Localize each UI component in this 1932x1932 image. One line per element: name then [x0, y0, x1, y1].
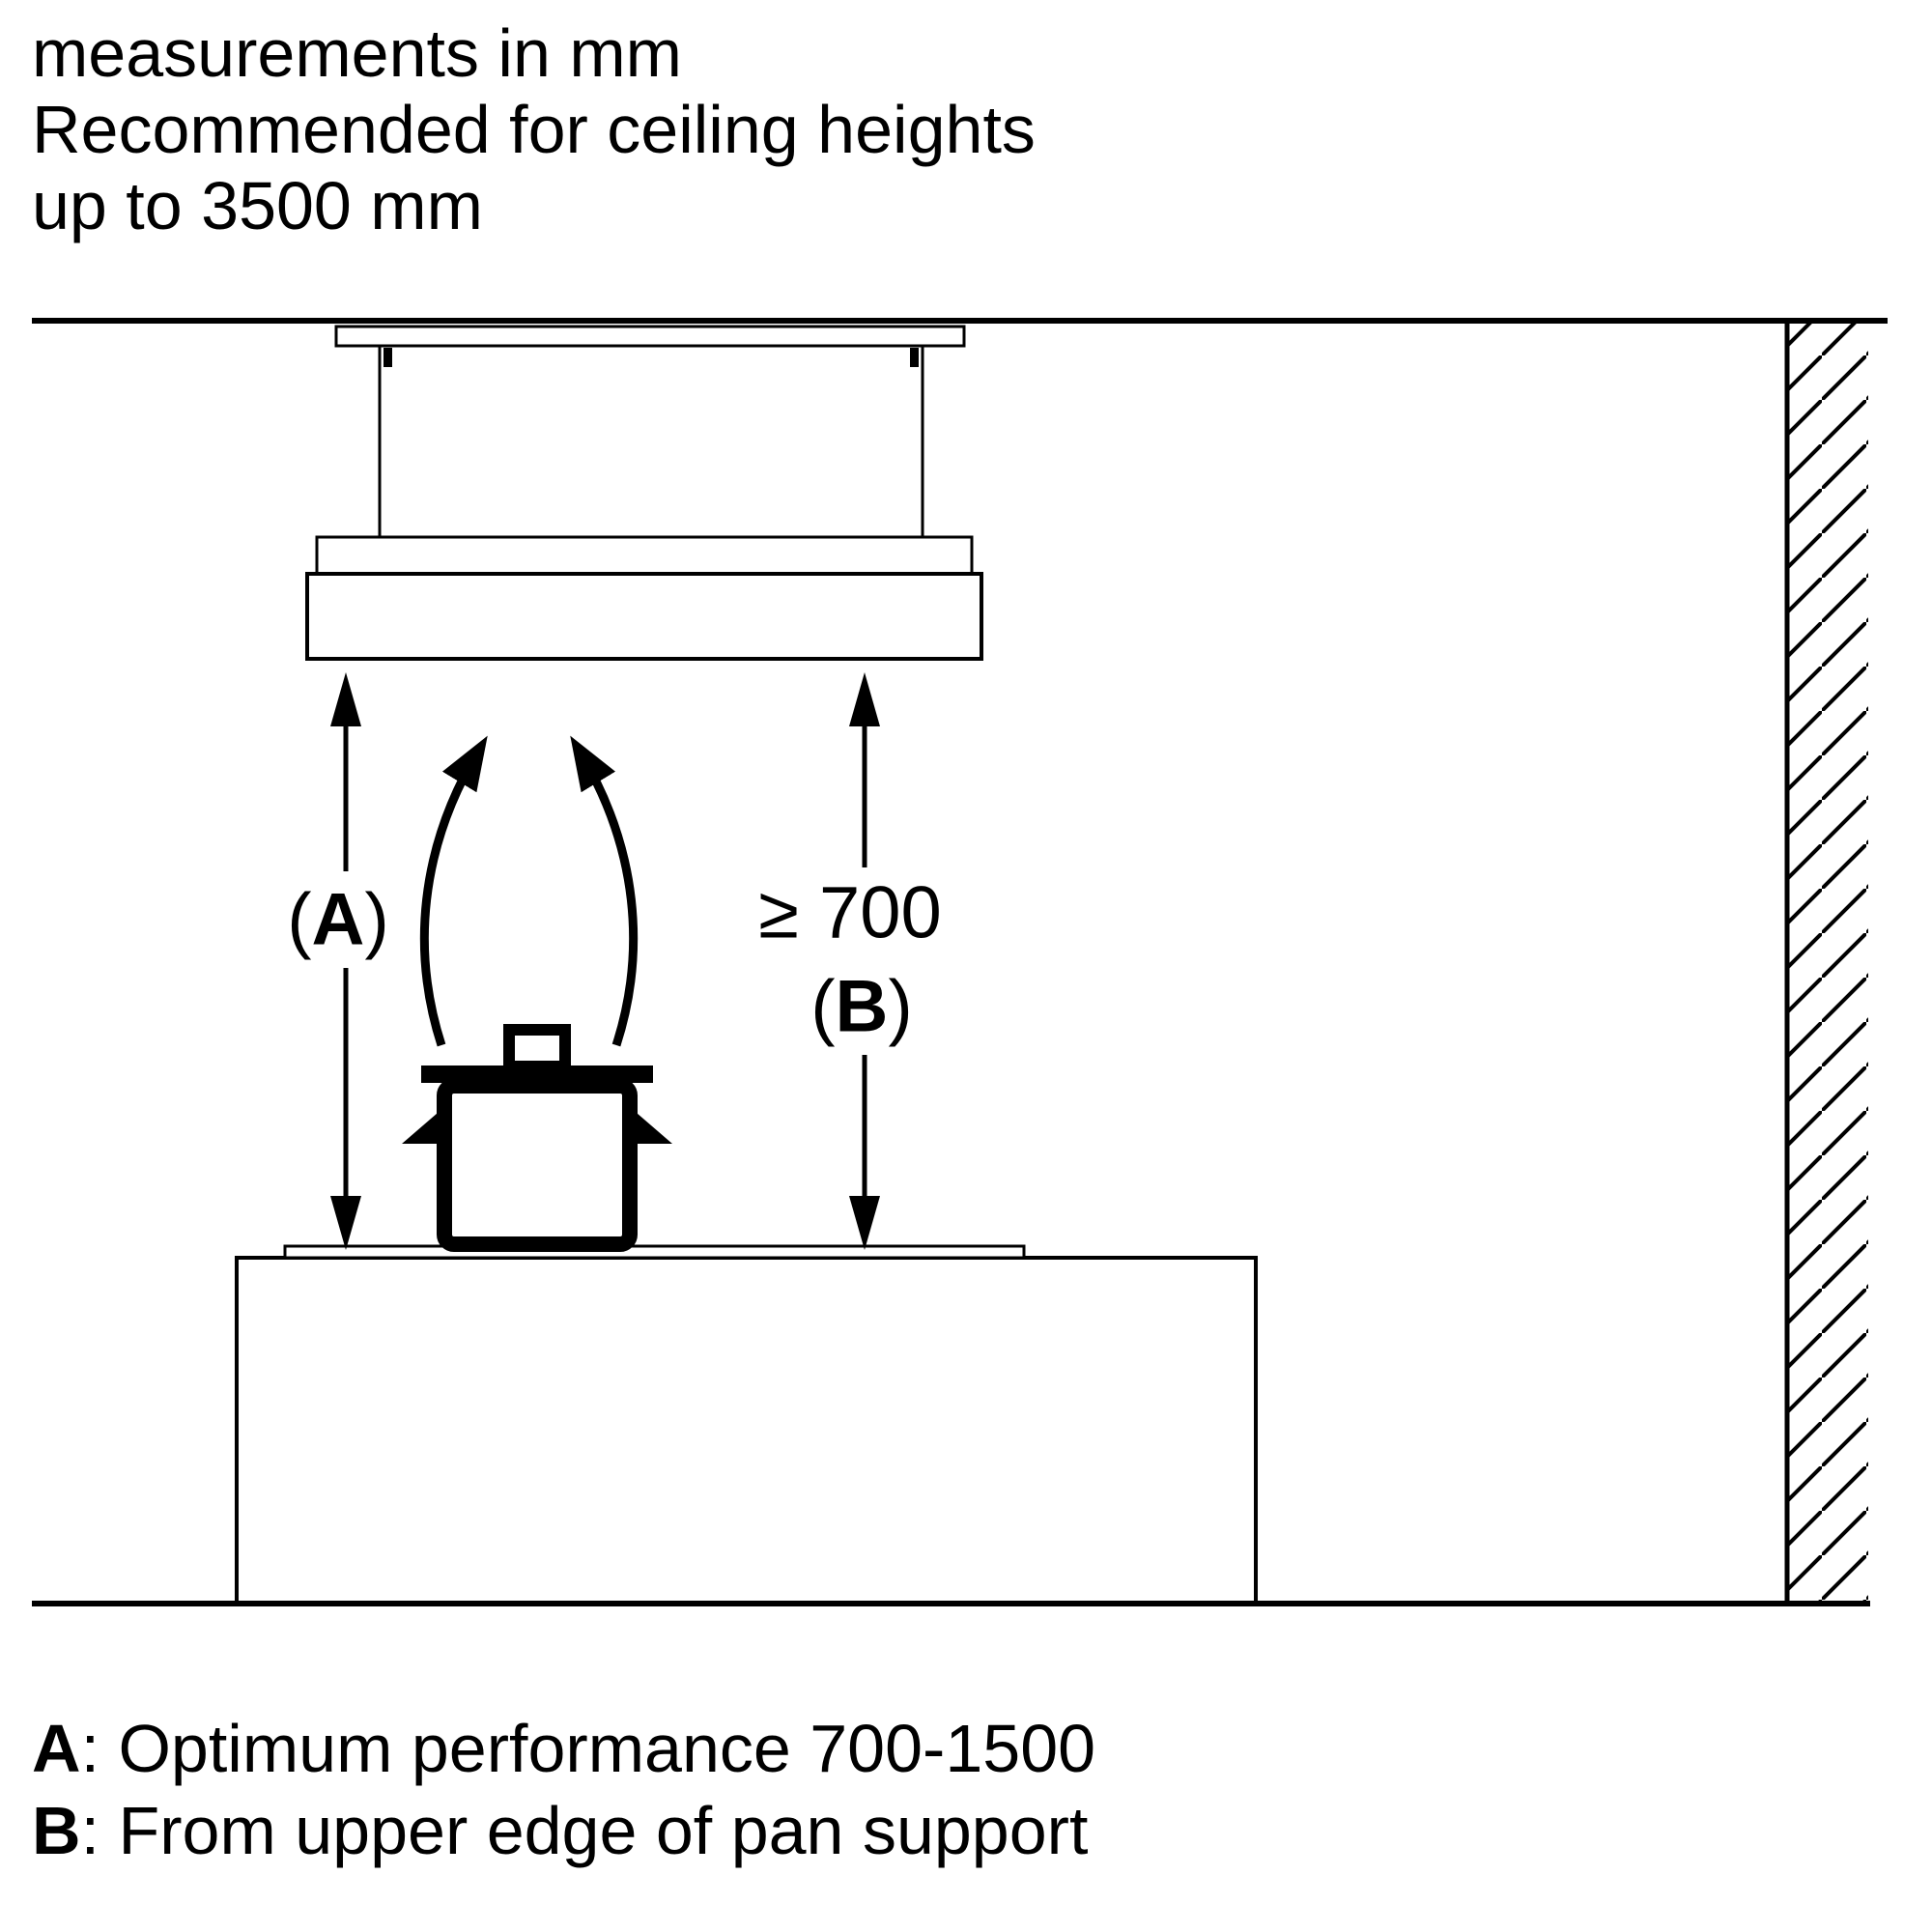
title-line-3: up to 3500 mm: [32, 168, 483, 243]
legend-item-a: A: Optimum performance 700-1500: [32, 1711, 1096, 1786]
pot-handle-left-icon: [402, 1107, 444, 1144]
dimension-b-label: (B): [810, 965, 913, 1048]
dimension-arrow-a: [330, 672, 361, 1250]
dimension-arrow-b: [849, 672, 880, 1250]
hood-body: [305, 572, 983, 661]
steam-arrow-left-icon: [419, 735, 488, 1047]
pot-lid-knob: [503, 1024, 571, 1072]
title-line-1: measurements in mm: [32, 15, 682, 91]
title-line-2: Recommended for ceiling heights: [32, 92, 1036, 167]
steam-arrow-right-icon: [570, 735, 639, 1047]
ceiling-mount-plate: [334, 325, 966, 348]
wall: [1784, 321, 1868, 1604]
mount-bolt-left-icon: [384, 348, 392, 367]
kitchen-island: [235, 1256, 1258, 1605]
legend-item-b: B: From upper edge of pan support: [32, 1793, 1089, 1868]
suspension-duct: [378, 344, 924, 539]
arrow-up-icon: [849, 672, 880, 726]
legend: A: Optimum performance 700-1500 B: From …: [32, 1708, 1095, 1872]
pot-body: [437, 1078, 638, 1252]
dimension-b-value: ≥ 700: [758, 871, 942, 954]
cooktop: [283, 1244, 1026, 1260]
steam-arrows: [419, 735, 639, 1047]
arrow-down-icon: [330, 1196, 361, 1250]
mount-bolt-right-icon: [910, 348, 919, 367]
hood-unit: [305, 325, 983, 661]
pot-handle-right-icon: [630, 1107, 672, 1144]
hood-filter-frame: [315, 535, 974, 576]
pot-icon: [402, 1024, 672, 1252]
wall-hatch: [1787, 323, 1868, 1604]
arrow-up-icon: [330, 672, 361, 726]
arrow-down-icon: [849, 1196, 880, 1250]
dimension-a-label: (A): [287, 878, 389, 961]
title-block: measurements in mm Recommended for ceili…: [32, 15, 1036, 244]
